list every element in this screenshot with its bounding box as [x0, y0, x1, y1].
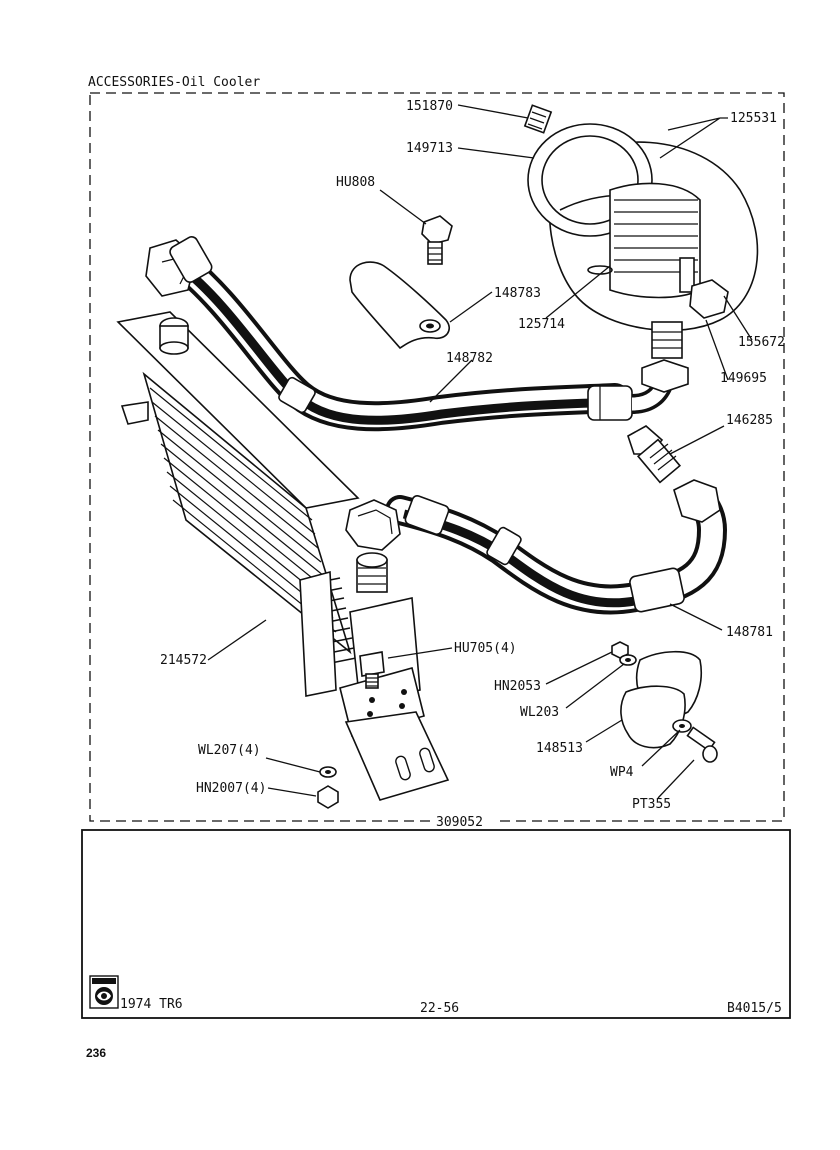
label-155672: 155672	[738, 335, 785, 350]
label-148782: 148782	[446, 351, 493, 366]
label-hu705: HU705(4)	[454, 641, 517, 656]
label-149713: 149713	[406, 141, 453, 156]
washer-wl203	[619, 654, 637, 666]
footer-box	[81, 829, 791, 1019]
nut-hn2053	[611, 641, 629, 659]
label-151870: 151870	[406, 99, 453, 114]
british-leyland-logo	[89, 975, 119, 1009]
doc-code: B4015/5	[727, 1001, 782, 1016]
kit-label-bg	[430, 812, 494, 830]
diagram-title: ACCESSORIES-Oil Cooler	[88, 75, 260, 90]
mounting-bracket	[339, 597, 450, 801]
nut-hn2007	[317, 785, 339, 809]
screw-pt355	[686, 726, 718, 763]
bolt-hu705	[359, 651, 385, 689]
oil-cooler-radiator	[116, 311, 388, 697]
label-hn2053: HN2053	[494, 679, 541, 694]
label-wl203: WL203	[520, 705, 559, 720]
label-148781: 148781	[726, 625, 773, 640]
page-number: 236	[86, 1046, 107, 1060]
label-309052: 309052	[436, 815, 483, 830]
bolt-hu808	[421, 215, 453, 265]
label-hn2007: HN2007(4)	[196, 781, 266, 796]
clip-148513	[620, 650, 703, 749]
label-214572: 214572	[160, 653, 207, 668]
label-hu808: HU808	[336, 175, 375, 190]
clip-148783	[349, 261, 450, 349]
label-wl207: WL207(4)	[198, 743, 261, 758]
label-wp4: WP4	[610, 765, 634, 780]
page-ref: 22-56	[420, 1001, 459, 1016]
label-148513: 148513	[536, 741, 583, 756]
model-label: 1974 TR6	[120, 997, 183, 1012]
label-148783: 148783	[494, 286, 541, 301]
label-149695: 149695	[720, 371, 767, 386]
label-pt355: PT355	[632, 797, 671, 812]
oil-filter-assembly	[523, 104, 759, 393]
label-146285: 146285	[726, 413, 773, 428]
washer-wl207	[319, 766, 337, 778]
adaptor-146285	[627, 425, 682, 484]
label-125531: 125531	[730, 111, 777, 126]
label-125714: 125714	[518, 317, 565, 332]
leader-lines	[207, 104, 753, 799]
lower-hose	[345, 479, 728, 615]
washer-wp4	[672, 719, 692, 733]
